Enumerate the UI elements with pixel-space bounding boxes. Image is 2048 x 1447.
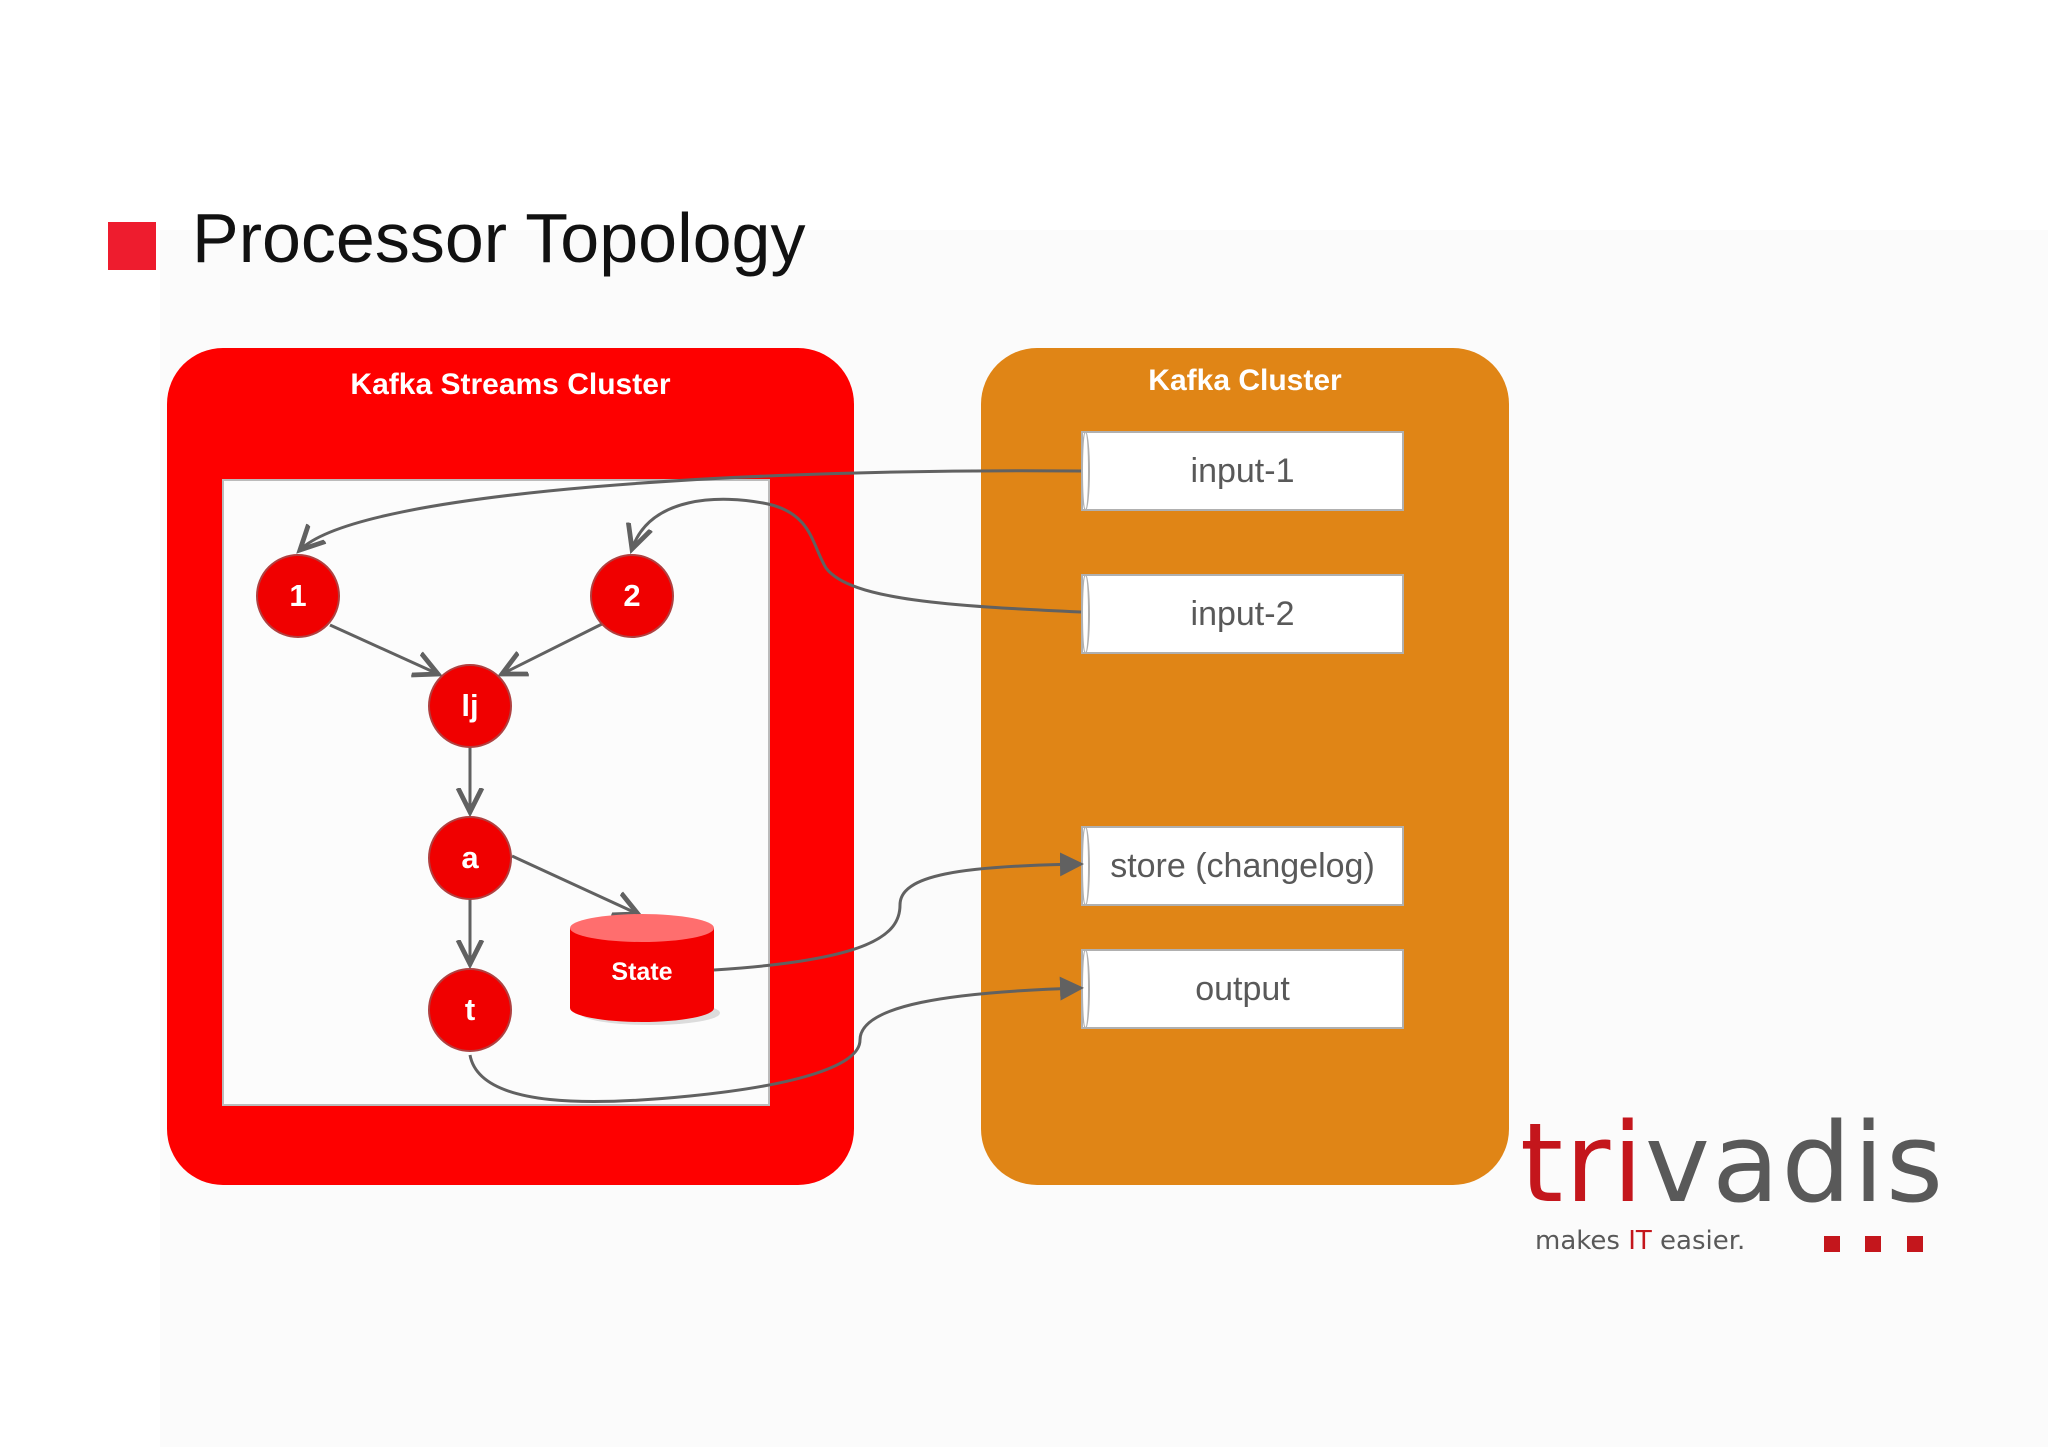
logo-tagline-end: easier. (1651, 1226, 1746, 1256)
edge-node-2-to-lj (502, 622, 603, 674)
node-left-join: lj (428, 664, 512, 748)
edge-state-to-changelog (713, 852, 1084, 972)
state-store-cylinder (570, 914, 720, 1025)
node-source-2: 2 (590, 554, 674, 638)
logo-word-accent: tri (1520, 1099, 1645, 1227)
topic-store-changelog: store (changelog) (1081, 826, 1404, 906)
state-store-label: State (611, 958, 673, 986)
topic-input-1: input-1 (1081, 431, 1404, 511)
logo-dot (1865, 1236, 1881, 1252)
edge-input-1-to-node-1 (300, 469, 1082, 550)
trivadis-logo: trivadis (1520, 1108, 1945, 1218)
topic-output: output (1081, 949, 1404, 1029)
edge-input-2-to-node-2 (632, 497, 1082, 614)
edge-node-1-to-lj (329, 623, 438, 674)
edge-t-to-output (468, 976, 1084, 1104)
logo-dot (1907, 1236, 1923, 1252)
streams-cluster-title: Kafka Streams Cluster (350, 368, 671, 401)
edge-a-to-state (511, 854, 638, 914)
slide-title: Processor Topology (192, 199, 806, 277)
logo-dot (1824, 1236, 1840, 1252)
node-source-1: 1 (256, 554, 340, 638)
kafka-cluster-title: Kafka Cluster (1148, 364, 1342, 397)
logo-tagline-accent: IT (1628, 1226, 1652, 1256)
logo-tagline-start: makes (1535, 1226, 1629, 1256)
topic-input-2: input-2 (1081, 574, 1404, 654)
node-aggregate: a (428, 816, 512, 900)
title-bullet-marker (108, 222, 156, 270)
logo-word-rest: vadis (1644, 1099, 1946, 1227)
node-transform: t (428, 968, 512, 1052)
logo-tagline: makes IT easier. (1535, 1226, 1745, 1256)
